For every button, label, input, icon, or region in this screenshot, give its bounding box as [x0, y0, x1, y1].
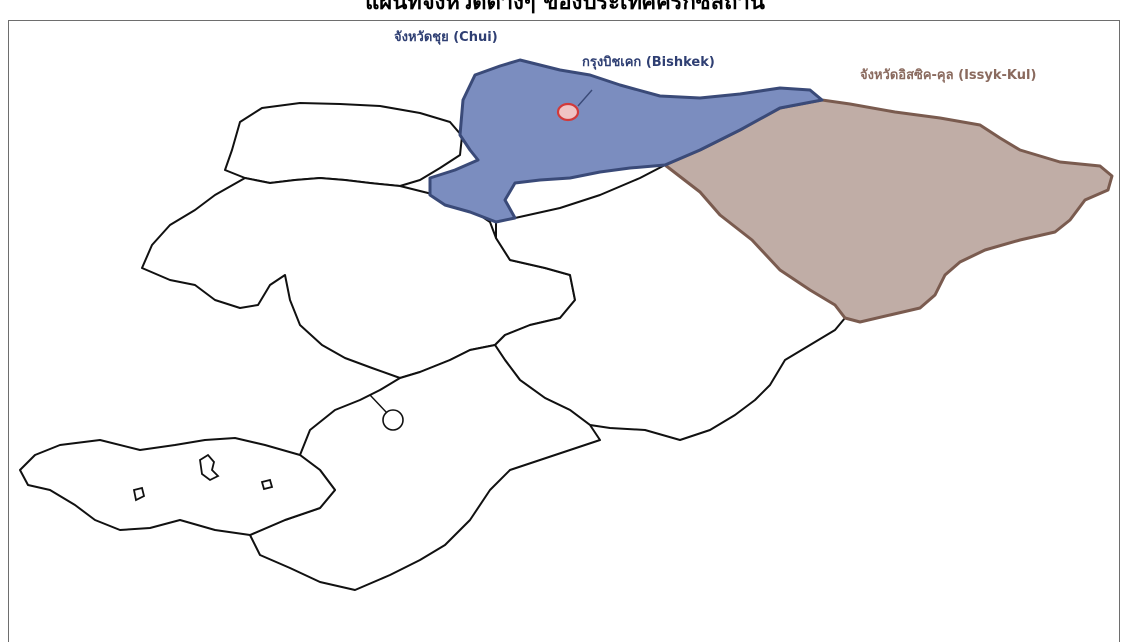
city-leader-line — [369, 394, 388, 414]
city-marker-bishkek[interactable] — [556, 102, 580, 122]
city-marker-osh[interactable] — [382, 409, 404, 431]
enclave-shape — [132, 486, 146, 502]
map-border — [8, 20, 1120, 642]
region-talas[interactable] — [224, 102, 463, 187]
label-bishkek: กรุงบิชเคก (Bishkek) — [582, 55, 715, 70]
label-issyk-kul: จังหวัดอิสซิค-คุล (Issyk-Kul) — [860, 68, 1037, 83]
region-chui[interactable] — [428, 58, 824, 224]
enclave-shape — [199, 453, 220, 482]
region-issyk-kul[interactable] — [663, 98, 1114, 324]
label-chui: จังหวัดชุย (Chui) — [394, 30, 498, 45]
map-title: แผนที่จังหวัดต่างๆ ของประเทศคีร์กีซสถาน — [365, 0, 765, 15]
bishkek-leader-line — [577, 89, 593, 107]
region-batken[interactable] — [19, 437, 336, 536]
enclave-shape — [260, 478, 274, 491]
